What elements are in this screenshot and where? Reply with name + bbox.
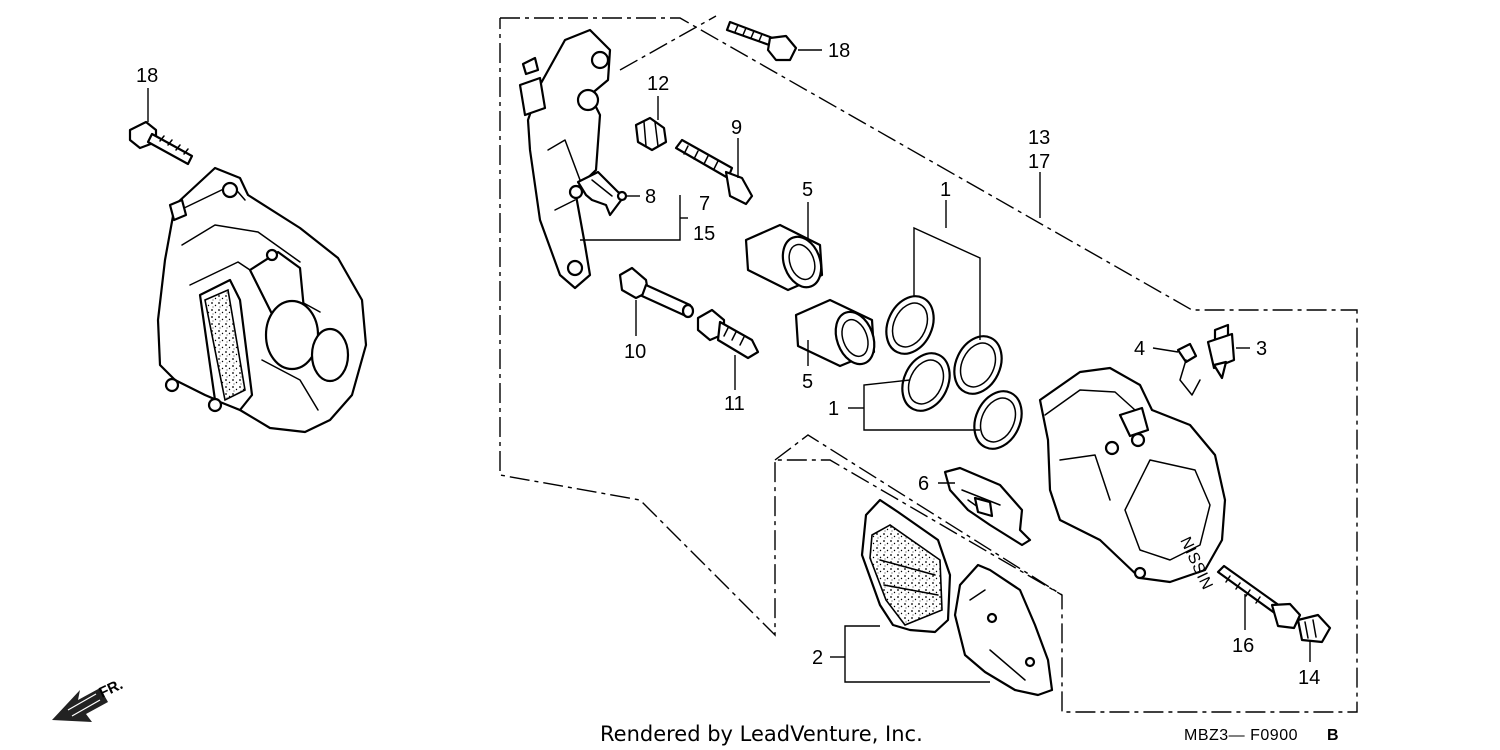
callout-1-top: 1 xyxy=(940,179,951,201)
front-direction-arrow-icon xyxy=(52,688,108,722)
callout-2: 2 xyxy=(812,647,823,669)
pad-retainer-plate-drawing xyxy=(943,466,1032,547)
callout-11: 11 xyxy=(724,393,745,415)
brake-pad-rear-drawing xyxy=(953,563,1054,697)
bolt-18-left-drawing xyxy=(128,120,194,166)
hanger-pin-16-drawing xyxy=(1216,564,1302,630)
callout-14: 14 xyxy=(1298,667,1320,689)
piston-lower-drawing xyxy=(794,298,876,368)
bolt-18-top-drawing xyxy=(725,20,798,62)
diagram-code: MBZ3— F0900 B xyxy=(1184,727,1339,744)
piston-upper-drawing xyxy=(744,223,824,292)
callout-12: 12 xyxy=(647,73,669,95)
callout-13: 13 xyxy=(1028,127,1050,149)
callout-8: 8 xyxy=(645,186,656,208)
callout-5-top: 5 xyxy=(802,179,813,201)
front-direction-label: FR. xyxy=(97,676,126,702)
pad-spring-drawing xyxy=(576,170,628,217)
pin-bolt-10-drawing xyxy=(618,266,695,319)
bolt-cap-12-drawing xyxy=(634,116,668,152)
assembled-caliper-drawing xyxy=(128,120,368,434)
brake-pad-front-drawing xyxy=(860,498,952,634)
pin-bolt-11-drawing xyxy=(696,308,760,360)
assembly-group-outline xyxy=(499,15,1358,713)
callout-9: 9 xyxy=(731,117,742,139)
piston-seals-drawing xyxy=(885,295,1023,450)
pin-plug-14-drawing xyxy=(1296,613,1332,644)
callout-18-top: 18 xyxy=(828,40,850,62)
diagram-code-suffix: B xyxy=(1327,727,1339,744)
pin-bolt-9-drawing xyxy=(674,138,754,206)
leader-lines xyxy=(147,49,1311,683)
callout-15: 15 xyxy=(693,223,715,245)
bleeder-valve-drawing xyxy=(1206,323,1236,380)
diagram-code-text: MBZ3— F0900 xyxy=(1184,727,1298,744)
callout-16: 16 xyxy=(1232,635,1254,657)
bleeder-cap-drawing xyxy=(1176,342,1201,396)
render-credit: Rendered by LeadVenture, Inc. xyxy=(600,722,923,746)
callout-labels: 18 18 12 9 8 7 15 10 11 5 5 1 1 13 17 4 … xyxy=(136,40,1320,689)
callout-3: 3 xyxy=(1256,338,1267,360)
callout-1-left: 1 xyxy=(828,398,839,420)
callout-17: 17 xyxy=(1028,151,1050,173)
front-direction-indicator: FR. xyxy=(52,676,126,722)
callout-10: 10 xyxy=(624,341,646,363)
callout-4: 4 xyxy=(1134,338,1145,360)
callout-6: 6 xyxy=(918,473,929,495)
caliper-bracket-drawing xyxy=(518,28,612,290)
callout-7: 7 xyxy=(699,193,710,215)
callout-18-left: 18 xyxy=(136,65,158,87)
caliper-body-drawing: NISSIN xyxy=(1038,366,1227,593)
callout-5-bottom: 5 xyxy=(802,371,813,393)
